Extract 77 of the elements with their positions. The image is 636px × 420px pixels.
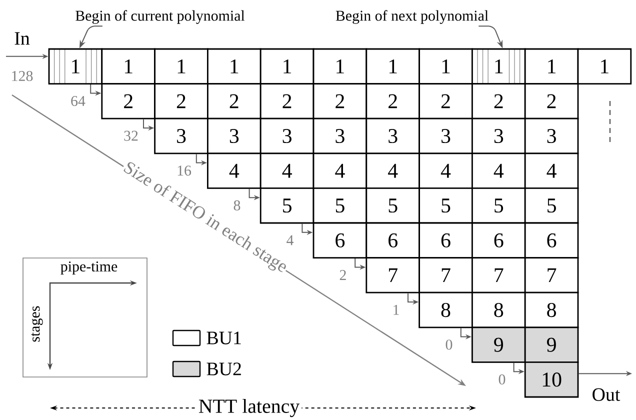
legend-label: BU2 <box>206 362 241 376</box>
cell: 6 <box>418 222 473 258</box>
cell: 1 <box>418 48 473 84</box>
cell: 5 <box>312 188 368 224</box>
axis-label: pipe-time <box>60 261 118 275</box>
cell: 3 <box>154 118 208 154</box>
cell: 5 <box>260 188 314 224</box>
cell: 1 <box>524 48 579 84</box>
cell: 4 <box>207 152 262 189</box>
cell: 1 <box>207 48 262 84</box>
hatched-cell: 1 <box>48 48 103 84</box>
cell: 7 <box>524 257 579 294</box>
cell: 5 <box>524 188 579 224</box>
cell: 2 <box>101 83 156 120</box>
cell: 2 <box>366 83 420 120</box>
fifo-size: 128 <box>12 70 33 82</box>
cell: 5 <box>366 188 420 224</box>
cell: 9 <box>472 326 526 363</box>
cell: 4 <box>524 152 579 189</box>
cell: 6 <box>366 222 420 258</box>
cell: 3 <box>260 118 314 154</box>
node-label: 1 <box>495 60 503 74</box>
dimension-text: NTT latency <box>196 396 302 420</box>
annotation-text: Begin of current polynomial <box>76 10 245 24</box>
cell: 5 <box>472 188 526 224</box>
cell: 3 <box>207 118 262 154</box>
hatched-cell: 1 <box>472 48 526 84</box>
cell: 8 <box>418 292 473 328</box>
legend-label: BU1 <box>206 332 241 344</box>
cell: 4 <box>472 152 526 189</box>
cell: 1 <box>366 48 420 84</box>
cell: 1 <box>154 48 208 84</box>
fifo-size: 1 <box>394 304 399 315</box>
cell: 3 <box>472 118 526 154</box>
annotation-text: Begin of next polynomial <box>336 10 488 24</box>
cell: 1 <box>312 48 368 84</box>
cell: 5 <box>418 188 473 224</box>
cell: 7 <box>366 257 420 294</box>
cell: 7 <box>472 257 526 294</box>
fifo-size: 64 <box>71 96 86 106</box>
cell: 4 <box>260 152 314 189</box>
cell: 1 <box>101 48 156 84</box>
fifo-size: 4 <box>286 235 294 246</box>
cell: 6 <box>524 222 579 258</box>
cell: 2 <box>260 83 314 120</box>
cell: 3 <box>312 118 368 154</box>
cell: 1 <box>260 48 314 84</box>
cell: 4 <box>312 152 368 189</box>
cell: 3 <box>418 118 473 154</box>
key-box <box>22 258 148 378</box>
cell: 4 <box>366 152 420 189</box>
fifo-size: 8 <box>234 200 240 210</box>
cell: 2 <box>418 83 473 120</box>
cell: 8 <box>472 292 526 328</box>
cell: 3 <box>524 118 579 154</box>
cell: 7 <box>418 257 473 294</box>
edge-label: Out <box>590 387 622 402</box>
fifo-size: 0 <box>498 374 506 384</box>
cell: 6 <box>312 222 368 258</box>
axis-label: stages <box>31 306 43 342</box>
edge-label: In <box>13 31 31 46</box>
cell: 2 <box>472 83 526 120</box>
fifo-size: 32 <box>124 130 138 141</box>
cell: 3 <box>366 118 420 154</box>
cell: 2 <box>312 83 368 120</box>
cell: 2 <box>207 83 262 120</box>
cell: 9 <box>524 326 579 363</box>
cell: 2 <box>154 83 208 120</box>
fifo-size: 16 <box>178 166 192 176</box>
fifo-size: 0 <box>446 340 452 350</box>
fifo-size: 2 <box>340 270 346 280</box>
cell: 1 <box>577 48 632 84</box>
cell: 8 <box>524 292 579 328</box>
cell: 10 <box>524 362 579 398</box>
cell: 2 <box>524 83 579 120</box>
cell: 6 <box>472 222 526 258</box>
cell: 4 <box>418 152 473 189</box>
